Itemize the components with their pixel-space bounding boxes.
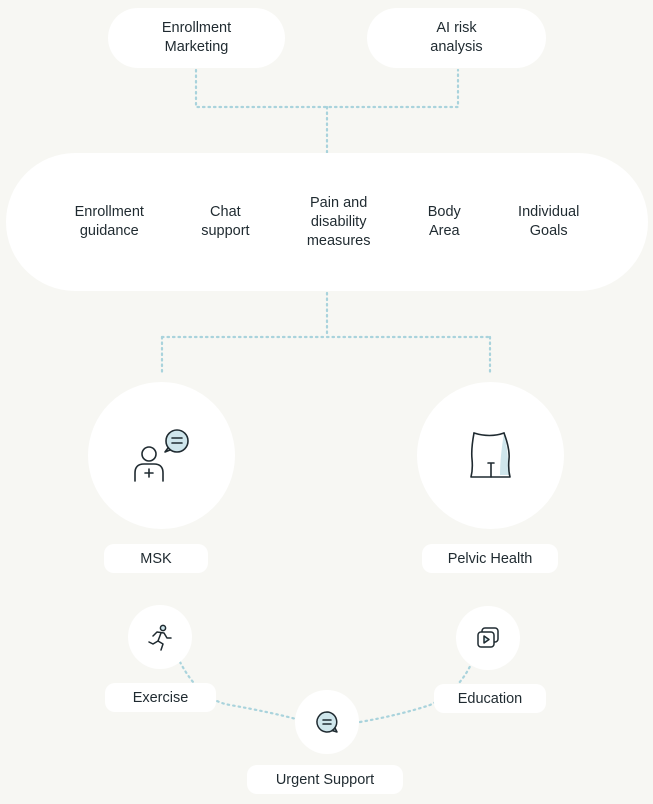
person-chat-icon (133, 428, 189, 482)
center-item-individual-goals: Individual Goals (518, 204, 580, 239)
pelvis-icon (469, 431, 511, 478)
chat-bubble-icon (316, 711, 338, 733)
urgent-support-label: Urgent Support (247, 765, 403, 794)
education-circle (456, 606, 520, 670)
msk-circle (88, 382, 235, 529)
center-item-pain-disability: Pain and disability measures (306, 194, 371, 249)
center-item-enrollment-guidance: Enrollment guidance (74, 204, 144, 239)
education-label: Education (434, 684, 546, 713)
enrollment-marketing-pill: Enrollment Marketing (108, 8, 285, 68)
pelvic-health-label: Pelvic Health (422, 544, 558, 573)
center-item-body-area: Body Area (427, 204, 461, 239)
care-features-capsule: Enrollment guidance Chat support Pain an… (6, 153, 648, 291)
pelvic-circle (417, 382, 564, 529)
center-item-chat-support: Chat support (201, 204, 250, 239)
ai-risk-analysis-pill: AI risk analysis (367, 8, 546, 68)
video-library-icon (477, 627, 499, 648)
exercise-label: Exercise (105, 683, 216, 712)
running-person-icon (148, 624, 172, 651)
exercise-circle (128, 605, 192, 669)
msk-label: MSK (104, 544, 208, 573)
urgent-support-circle (295, 690, 359, 754)
